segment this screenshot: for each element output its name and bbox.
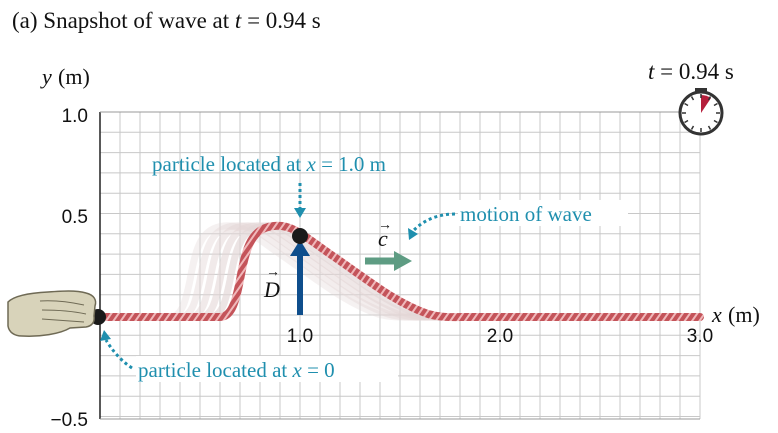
annotation-pointer-x0 <box>104 339 133 370</box>
y-tick-1.0: 1.0 <box>62 106 88 127</box>
annotation-pointer-x0-head <box>100 330 111 341</box>
displacement-arrow-head <box>290 240 310 256</box>
title-var: t <box>234 8 242 33</box>
x-tick-1.0: 1.0 <box>287 326 313 347</box>
hand-icon <box>7 290 97 337</box>
displacement-symbol: D <box>263 277 280 302</box>
clock-tick <box>684 119 689 124</box>
x-tick-2.0: 2.0 <box>487 326 513 347</box>
y-tick-neg0.5: −0.5 <box>50 410 88 431</box>
velocity-vector-arrow: → <box>378 218 392 233</box>
y-axis-unit: (m) <box>58 64 90 89</box>
particle-at-x1 <box>292 228 308 244</box>
y-tick-0.5: 0.5 <box>62 207 88 228</box>
velocity-arrow-head <box>394 251 412 271</box>
annotation-pointer-motion-head <box>408 228 418 240</box>
x-tick-3.0: 3.0 <box>687 326 713 347</box>
annotation-motion-of-wave: motion of wave <box>460 202 592 226</box>
figure-title: (a) Snapshot of wave at t = 0.94 s <box>12 8 321 34</box>
velocity-symbol: c <box>378 226 388 251</box>
displacement-vector-arrow: → <box>266 265 280 280</box>
clock-tick <box>707 96 712 101</box>
clock-tick <box>713 119 718 124</box>
x-axis-var: x <box>711 302 722 327</box>
clock-tick <box>690 96 695 101</box>
annotation-particle-x1: particle located at x = 1.0 m <box>152 152 386 176</box>
annotation-particle-x0: particle located at x = 0 <box>138 358 335 382</box>
title-eq: = <box>247 8 261 33</box>
clock-tick <box>690 125 695 130</box>
stopwatch-icon <box>678 88 724 136</box>
clock-tick <box>713 102 718 107</box>
annotation-pointer-x1-head <box>294 208 306 218</box>
clock-tick <box>684 102 689 107</box>
clock-tick <box>707 125 712 130</box>
x-axis-unit: (m) <box>728 302 760 327</box>
title-text: Snapshot of wave at <box>43 8 230 33</box>
title-part: (a) <box>12 8 38 33</box>
title-value: 0.94 s <box>265 8 321 33</box>
y-axis-var: y <box>40 64 52 89</box>
clock-time-label: t = 0.94 s <box>648 59 734 84</box>
